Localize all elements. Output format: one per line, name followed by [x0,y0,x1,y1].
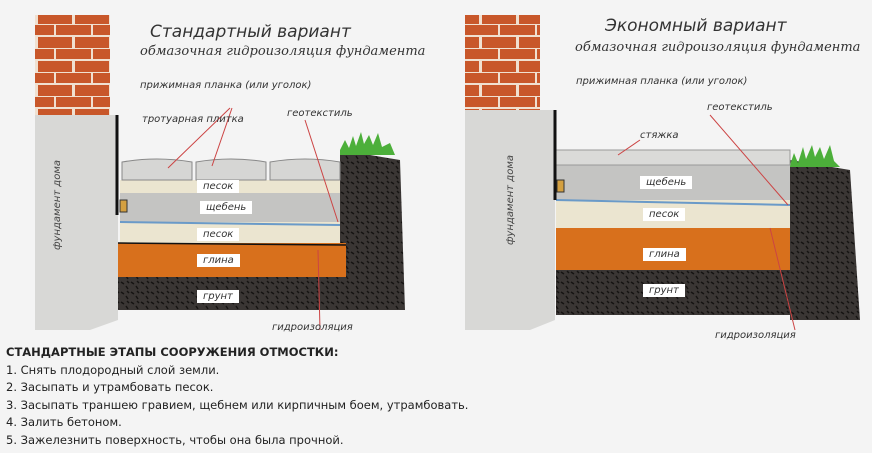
standard-foundation-label: фундамент дома [52,160,63,250]
economy-sand-tag: песок [643,208,686,221]
standard-clay-tag: глина [197,254,240,267]
standard-title: Стандартный вариант [150,22,351,42]
economy-coating-label: обмазочная гидроизоляция фундамента [575,40,861,55]
economy-plate-label: прижимная планка (или уголок) [576,76,748,87]
step-item: 4. Залить бетоном. [6,415,122,429]
screed-layer [555,149,791,166]
brick-wall [35,15,110,115]
economy-gravel-tag: щебень [640,176,693,189]
economy-ground-tag: грунт [643,284,685,297]
economy-clay-tag: глина [643,248,686,261]
economy-geotextile-label: геотекстиль [707,102,773,113]
standard-sand-upper-tag: песок [197,180,240,193]
economy-title: Экономный вариант [605,16,787,36]
foundation [35,115,118,330]
grass [790,145,840,167]
step-item: 2. Засыпать и утрамбовать песок. [6,380,214,394]
standard-coating-label: обмазочная гидроизоляция фундамента [140,44,426,59]
standard-sand-lower-tag: песок [197,228,240,241]
standard-ground-tag: грунт [197,290,239,303]
grass [340,132,395,155]
standard-plate-label: прижимная планка (или уголок) [140,80,312,91]
step-item: 3. Засыпать траншею гравием, щебнем или … [6,397,469,412]
economy-waterproof-label: гидроизоляция [715,330,796,341]
soil-side [340,150,405,310]
foundation [465,110,555,330]
standard-tiles-label: тротуарная плитка [142,114,244,125]
paving-tiles [121,158,341,181]
steps-heading: СТАНДАРТНЫЕ ЭТАПЫ СООРУЖЕНИЯ ОТМОСТКИ: [6,345,339,359]
economy-diagram [465,15,860,331]
economy-foundation-label: фундамент дома [505,155,516,245]
brick-wall [465,15,540,110]
standard-diagram [35,15,405,331]
standard-geotextile-label: геотекстиль [287,108,353,119]
step-item: 5. Зажелезнить поверхность, чтобы она бы… [6,432,344,447]
standard-waterproof-label: гидроизоляция [272,322,353,333]
steps-list: СТАНДАРТНЫЕ ЭТАПЫ СООРУЖЕНИЯ ОТМОСТКИ: 1… [6,344,468,449]
step-item: 1. Снять плодородный слой земли. [6,362,220,377]
soil-side [790,160,860,320]
standard-gravel-tag: щебень [200,201,253,214]
economy-screed-label: стяжка [640,130,679,141]
